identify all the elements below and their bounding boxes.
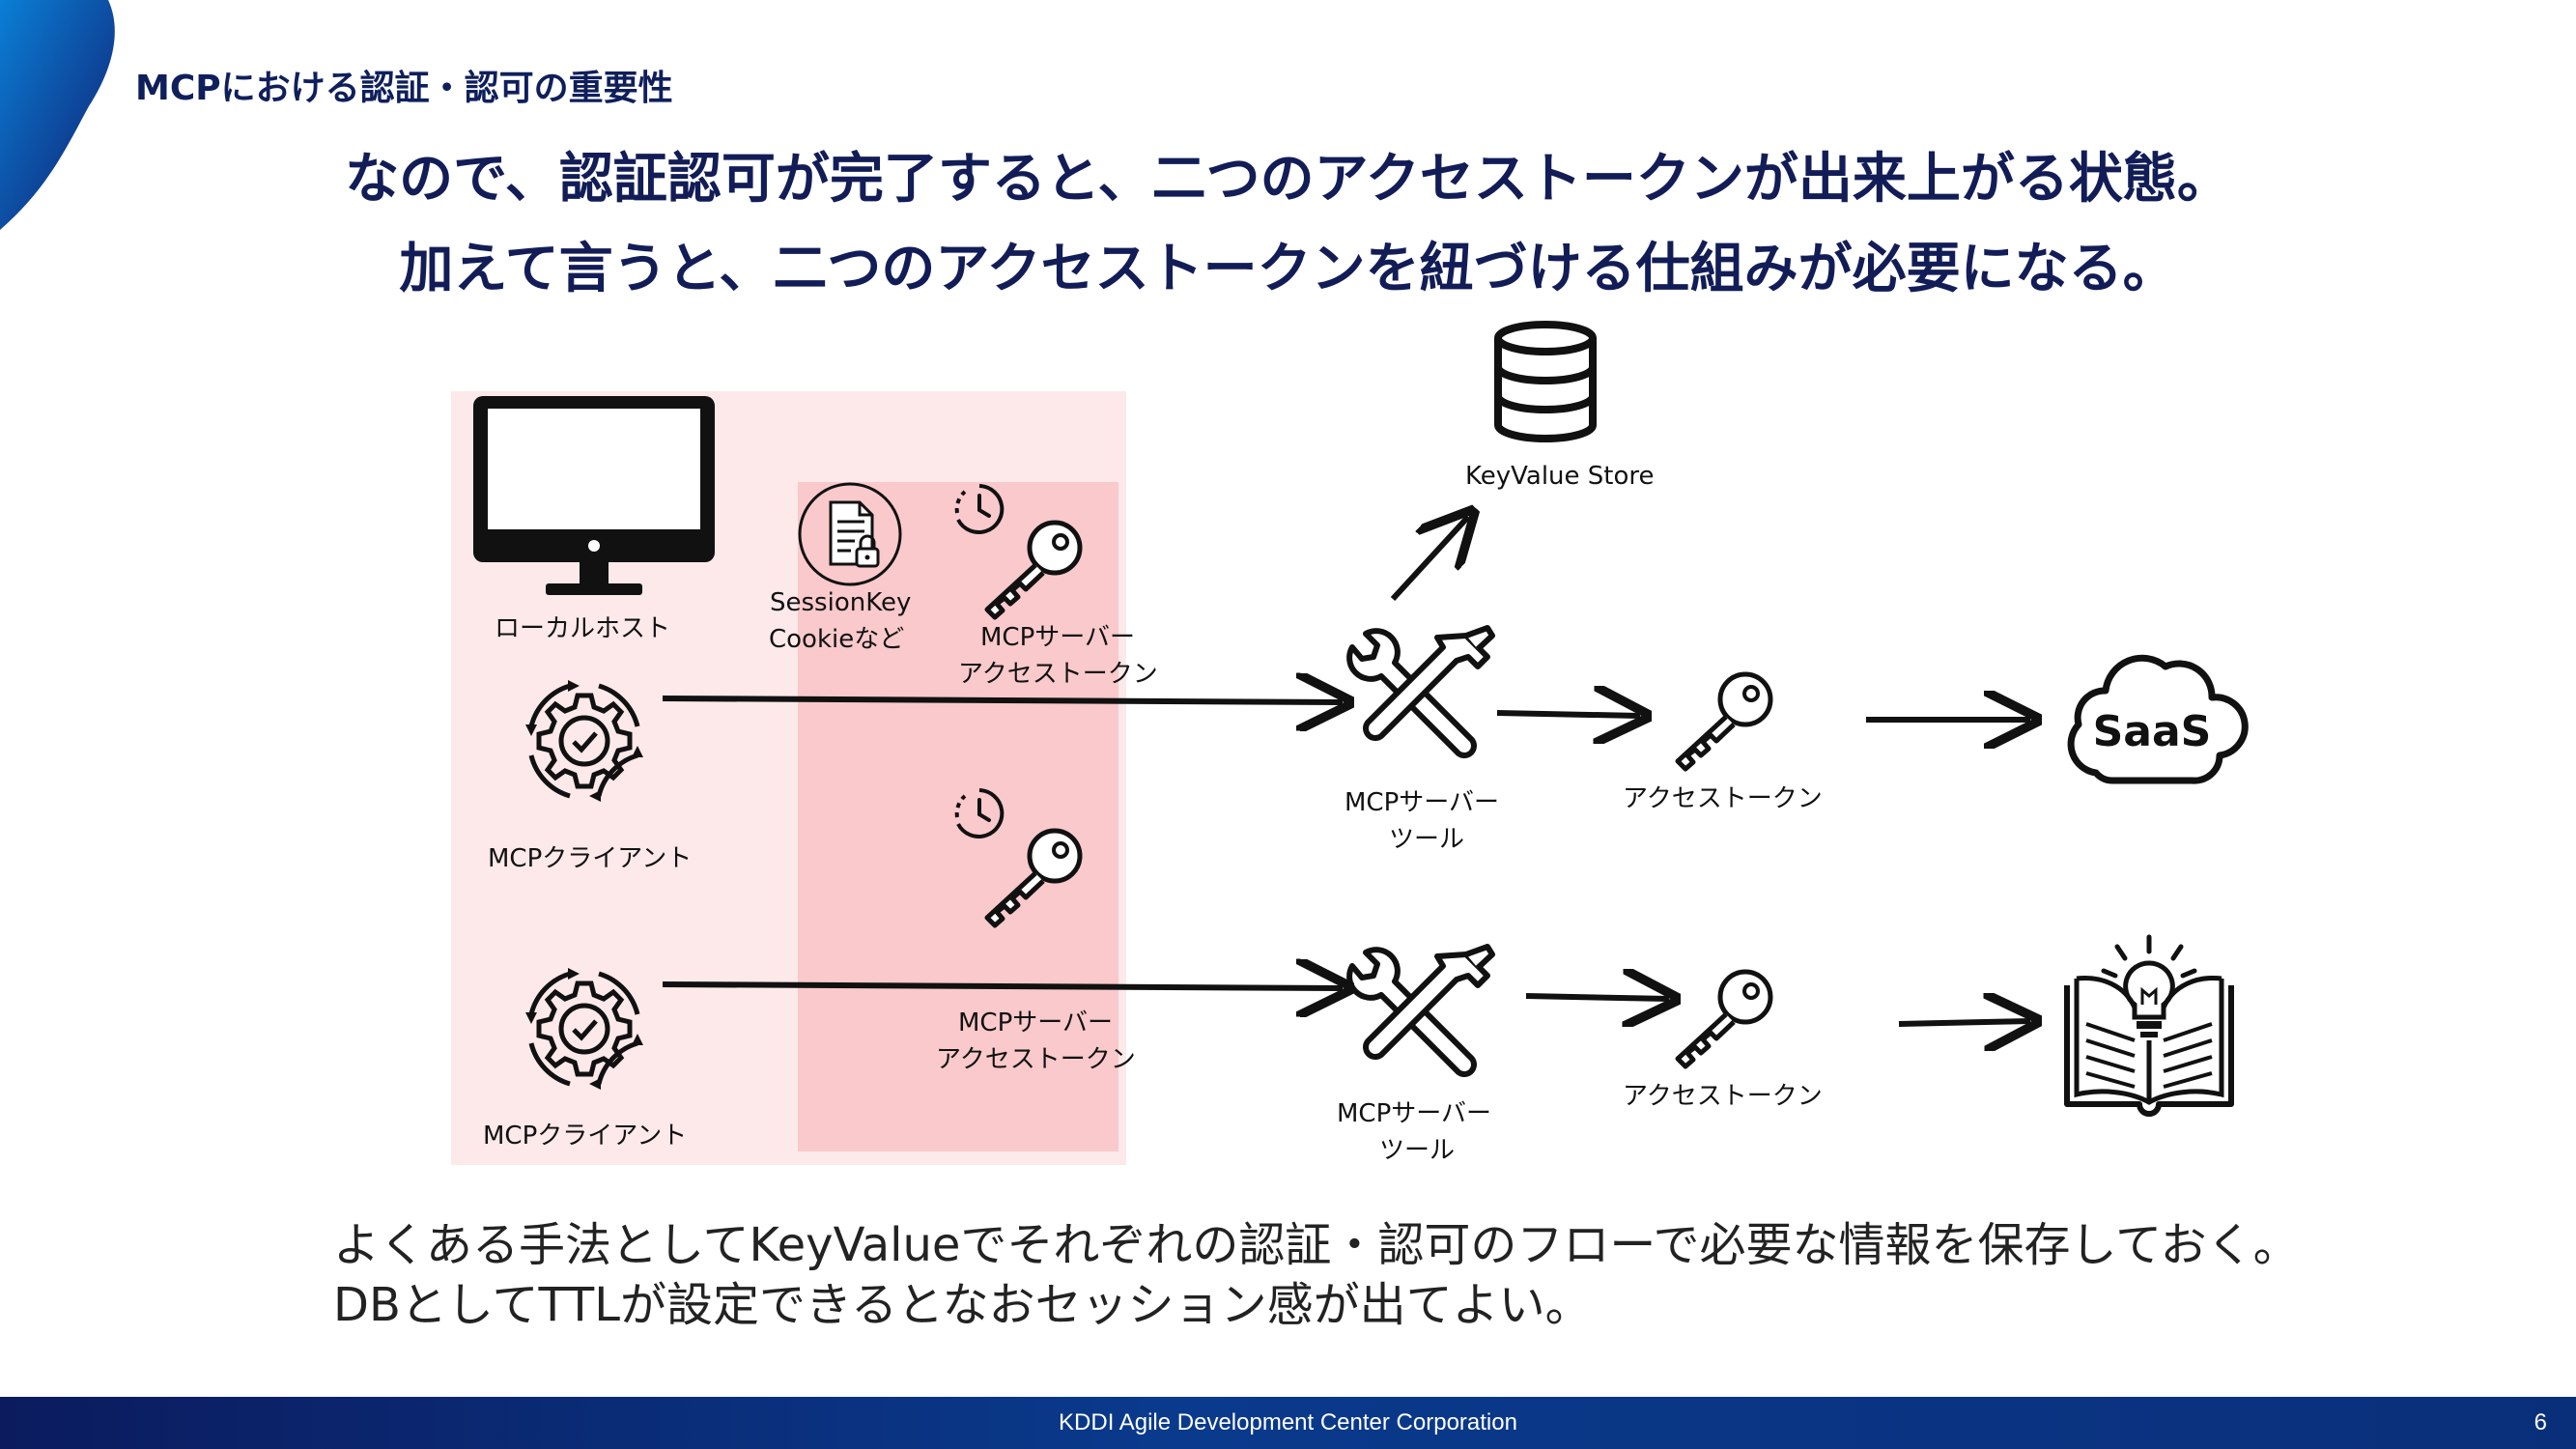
tools-icon (1346, 625, 1495, 758)
mcp-token-bottom-2: アクセストークン (936, 1045, 1136, 1074)
localhost-label: ローカルホスト (495, 614, 671, 643)
gear-check-icon (525, 968, 643, 1090)
kv-store-label: KeyValue Store (1465, 462, 1655, 491)
mcp-token-top-1: MCPサーバー (980, 623, 1136, 652)
footer-bar: KDDI Agile Development Center Corporatio… (0, 1397, 2576, 1449)
headline-line-2: 加えて言うと、二つのアクセストークンを紐づける仕組みが必要になる。 (399, 238, 2177, 300)
book-lightbulb-icon (2064, 934, 2234, 1117)
key-icon (984, 828, 1083, 928)
arrow-tools-bottom-to-key (1525, 996, 1669, 999)
key-icon (984, 520, 1083, 620)
access-token-top-label: アクセストークン (1623, 784, 1823, 813)
access-token-bottom-label: アクセストークン (1623, 1082, 1823, 1111)
database-icon (1494, 321, 1597, 442)
bottom-text: よくある手法としてKeyValueでそれぞれの認証・認可のフローで必要な情報を保… (333, 1215, 2300, 1335)
key-icon (1675, 969, 1773, 1069)
headline-line-1: なので、認証認可が完了すると、二つのアクセストークンが出来上がる状態。 (345, 148, 2231, 211)
bottom-text-line-1: よくある手法としてKeyValueでそれぞれの認証・認可のフローで必要な情報を保… (333, 1218, 2300, 1272)
corner-decoration (0, 0, 115, 230)
mcp-token-bottom-1: MCPサーバー (958, 1009, 1114, 1037)
saas-label: SaaS (2093, 707, 2212, 756)
clock-icon (954, 484, 1005, 534)
tool-bottom-2: ツール (1379, 1136, 1456, 1165)
session-label-2: Cookieなど (769, 625, 905, 654)
mcp-token-top-2: アクセストークン (958, 660, 1158, 689)
section-title: MCPにおける認証・認可の重要性 (135, 69, 673, 108)
session-label-1: SessionKey (770, 588, 912, 617)
key-icon (1675, 671, 1773, 772)
arrow-client-top-to-tools (662, 698, 1343, 702)
page-number: 6 (2534, 1409, 2547, 1435)
saas-cloud-icon: SaaS (2067, 654, 2249, 784)
monitor-icon (473, 396, 715, 595)
tool-top-2: ツール (1389, 825, 1465, 854)
tools-icon (1346, 944, 1495, 1077)
footer-company: KDDI Agile Development Center Corporatio… (1059, 1409, 1517, 1435)
arrow-tools-to-kv-store (1390, 517, 1468, 602)
arrow-tools-top-to-key (1496, 713, 1640, 716)
client-top-label: MCPクライアント (488, 844, 693, 873)
arrow-key-bottom-to-book (1898, 1021, 2030, 1024)
arrow-client-bottom-to-tools (662, 984, 1343, 988)
document-lock-icon (798, 482, 902, 586)
clock-icon (954, 788, 1005, 838)
bottom-text-line-2: DBとしてTTLが設定できるとなおセッション感が出てよい。 (333, 1278, 1592, 1332)
tool-bottom-1: MCPサーバー (1337, 1099, 1492, 1128)
gear-check-icon (525, 680, 643, 802)
client-bottom-label: MCPクライアント (483, 1122, 688, 1151)
tool-top-1: MCPサーバー (1345, 788, 1500, 817)
